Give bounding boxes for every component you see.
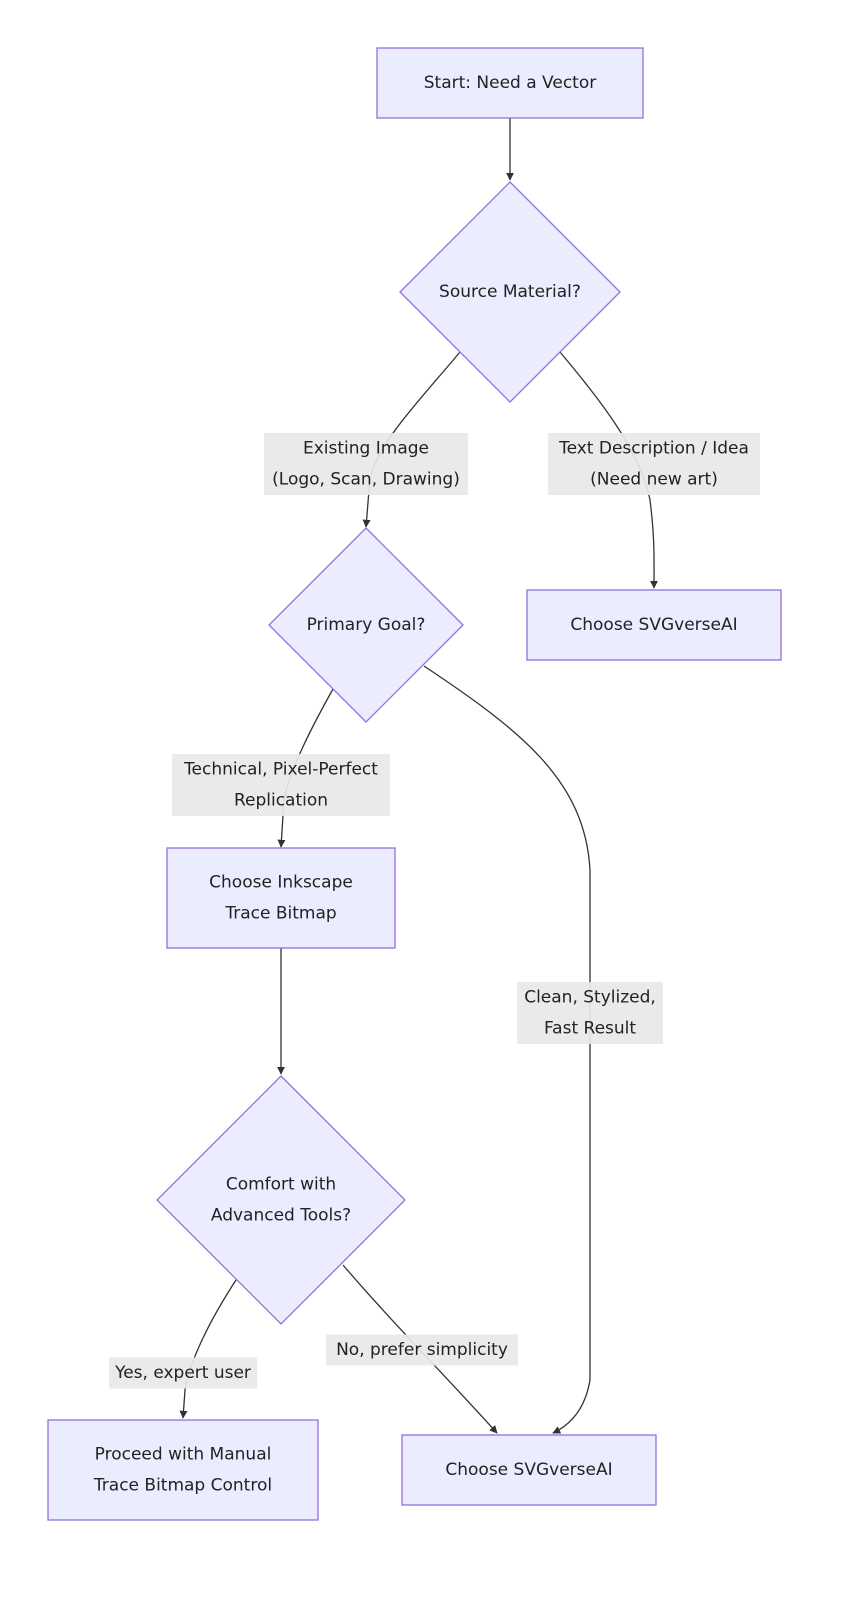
node-box	[166, 847, 396, 949]
edge-label-background	[264, 433, 468, 495]
edge-label-text: Existing Image	[303, 439, 429, 459]
edge-label-comfort-to-manual: Yes, expert user	[109, 1357, 257, 1389]
edge-label-text: Clean, Stylized,	[524, 988, 656, 1008]
edge-goal-to-svgverse2	[423, 665, 591, 1434]
edge-label-text: (Logo, Scan, Drawing)	[272, 470, 460, 490]
node-label: Comfort with	[226, 1175, 336, 1195]
edge-label-text: Text Description / Idea	[558, 439, 749, 459]
node-label: Trace Bitmap	[224, 904, 336, 924]
node-label: Proceed with Manual	[95, 1445, 272, 1465]
edge-label-text: No, prefer simplicity	[336, 1340, 508, 1360]
node-box	[526, 589, 782, 661]
node-svgverse2[interactable]: Choose SVGverseAI	[401, 1434, 657, 1506]
edge-label-background	[517, 982, 663, 1044]
edge-label-text: Fast Result	[544, 1019, 636, 1039]
edge-label-text: (Need new art)	[590, 470, 718, 490]
node-label: Primary Goal?	[307, 615, 426, 635]
node-label: Choose SVGverseAI	[570, 615, 737, 635]
edge-label-source-to-svgverse1: Text Description / Idea (Need new art)	[548, 433, 760, 495]
edge-label-text: Replication	[234, 791, 328, 811]
edge-label-text: Yes, expert user	[114, 1363, 251, 1383]
edge-label-comfort-to-svgverse2: No, prefer simplicity	[326, 1334, 518, 1366]
node-label: Start: Need a Vector	[424, 73, 596, 93]
node-source[interactable]: Source Material?	[399, 181, 621, 403]
node-box	[47, 1419, 319, 1521]
node-box	[401, 1434, 657, 1506]
node-label: Source Material?	[439, 282, 581, 302]
node-goal[interactable]: Primary Goal?	[268, 527, 464, 723]
edge-label-source-to-goal: Existing Image (Logo, Scan, Drawing)	[264, 433, 468, 495]
edge-label-text: Technical, Pixel-Perfect	[183, 760, 378, 780]
node-start[interactable]: Start: Need a Vector	[376, 47, 644, 119]
node-label: Advanced Tools?	[211, 1206, 351, 1226]
edge-label-background	[172, 754, 390, 816]
node-svgverse1[interactable]: Choose SVGverseAI	[526, 589, 782, 661]
edge-label-background	[109, 1357, 257, 1389]
edge-label-background	[326, 1334, 518, 1366]
node-label: Choose SVGverseAI	[445, 1460, 612, 1480]
node-label: Choose Inkscape	[209, 873, 353, 893]
node-box	[376, 47, 644, 119]
edge-label-goal-to-svgverse2: Clean, Stylized, Fast Result	[517, 982, 663, 1044]
node-label: Trace Bitmap Control	[93, 1476, 272, 1496]
edge-label-background	[548, 433, 760, 495]
decision-diamond	[399, 181, 621, 403]
edge-comfort-to-manual	[179, 1279, 237, 1419]
decision-diamond	[268, 527, 464, 723]
edge-labels-layer: Existing Image (Logo, Scan, Drawing) Text …	[109, 433, 760, 1389]
decision-diamond	[156, 1075, 406, 1325]
